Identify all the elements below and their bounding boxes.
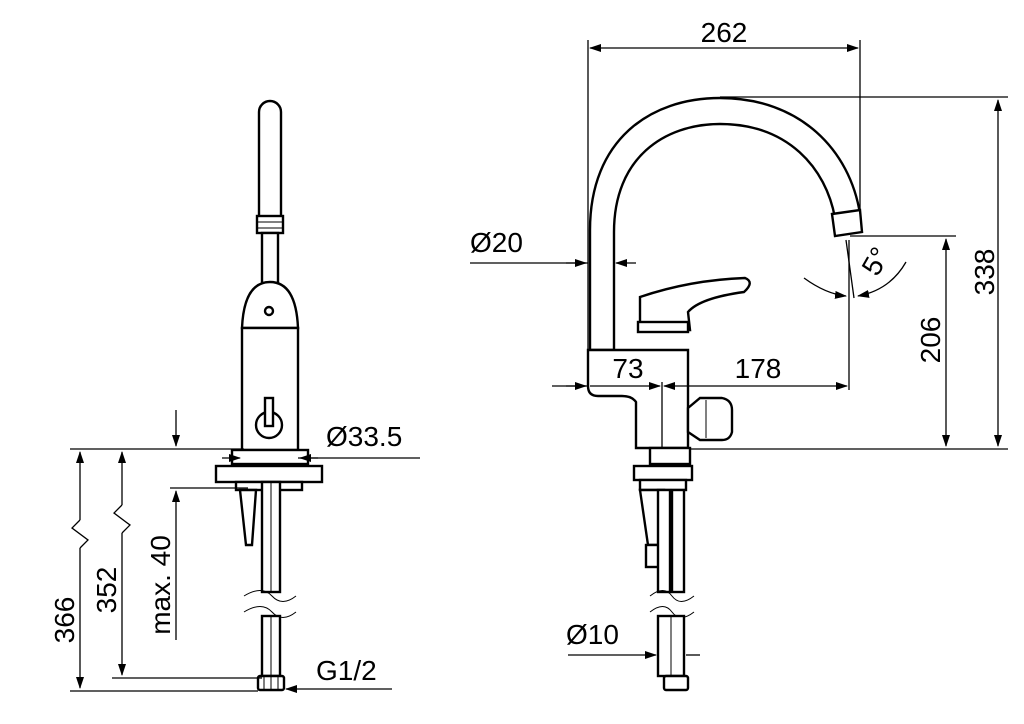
dim-body-offset: 73 <box>612 353 643 384</box>
dim-hose-diameter: Ø10 <box>566 619 619 650</box>
dim-total-height: 338 <box>969 249 1000 296</box>
dim-spout-diameter: Ø20 <box>470 227 523 258</box>
dim-spout-offset: 178 <box>735 353 782 384</box>
dim-total-width: 262 <box>701 17 748 48</box>
front-dimensions: 366 352 max. 40 Ø33.5 G1/2 <box>49 410 420 693</box>
dim-max-40: max. 40 <box>145 535 176 635</box>
side-view <box>586 96 864 692</box>
dim-thread: G1/2 <box>316 655 377 686</box>
dim-352: 352 <box>91 567 122 614</box>
dim-366: 366 <box>49 597 80 644</box>
front-view <box>214 99 324 692</box>
dim-spout-height: 206 <box>915 317 946 364</box>
dim-angle: 5° <box>856 242 896 281</box>
dim-base-diameter: Ø33.5 <box>326 421 402 452</box>
